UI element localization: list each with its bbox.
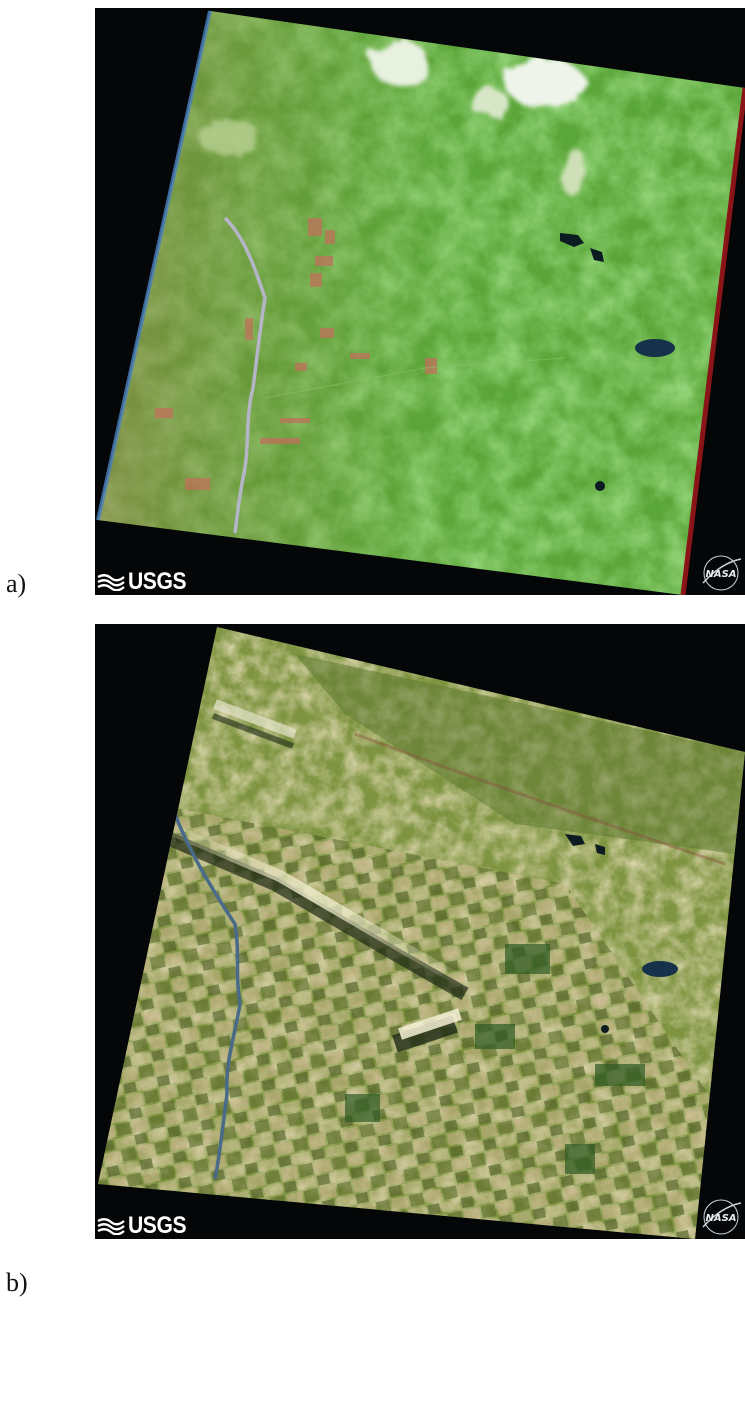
landsat-scene-b xyxy=(98,627,745,1239)
usgs-wave-icon xyxy=(97,574,125,591)
nasa-logo: NASA xyxy=(702,555,742,591)
cleared-patches-a xyxy=(155,218,437,490)
ridge-b xyxy=(132,699,473,1053)
svg-text:NASA: NASA xyxy=(705,1213,736,1224)
edge-blue-a xyxy=(96,10,212,521)
satellite-image-a: USGS NASA xyxy=(95,8,745,595)
river-b xyxy=(173,813,242,1180)
usgs-wave-icon xyxy=(97,1218,125,1235)
edge-red-a xyxy=(680,87,745,595)
river-a xyxy=(223,216,267,534)
satellite-image-b: USGS NASA xyxy=(95,624,745,1239)
clouds-a xyxy=(200,41,589,197)
forest-band-b xyxy=(295,654,745,854)
caption-a: a) xyxy=(6,569,27,598)
svg-text:NASA: NASA xyxy=(705,569,736,580)
usgs-logo: USGS xyxy=(97,568,194,595)
landsat-scene-a xyxy=(96,10,745,595)
caption-b: b) xyxy=(6,1268,28,1297)
nasa-logo: NASA xyxy=(702,1199,742,1235)
usgs-logo-text: USGS xyxy=(128,568,187,595)
lake-a xyxy=(635,339,675,357)
lake-b xyxy=(642,961,678,977)
usgs-logo: USGS xyxy=(97,1212,194,1239)
usgs-logo-text: USGS xyxy=(128,1212,187,1239)
